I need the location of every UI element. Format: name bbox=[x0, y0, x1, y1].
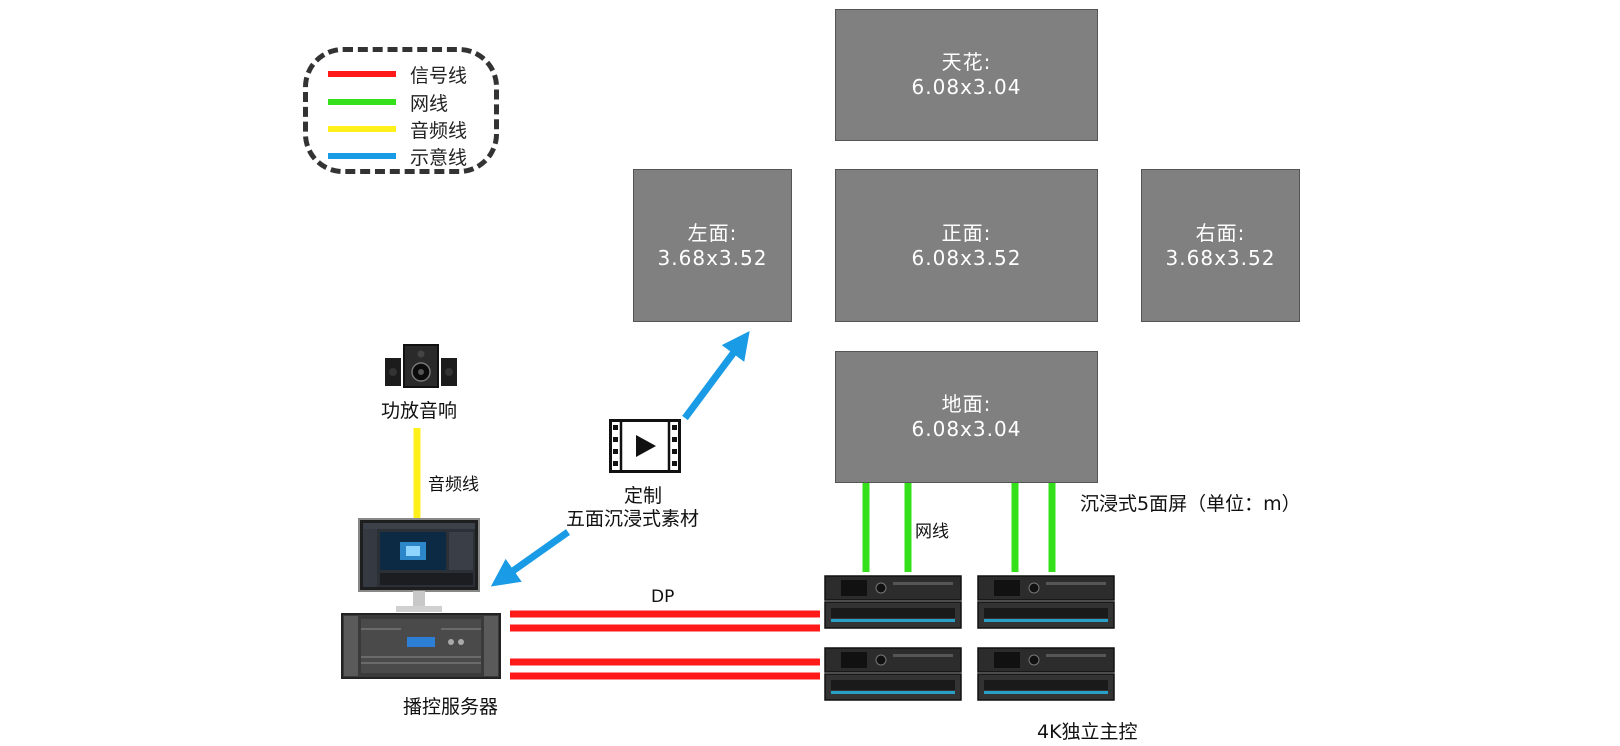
screen-caption: 沉浸式5面屏（单位：m） bbox=[1080, 493, 1301, 515]
screen-size: 6.08x3.04 bbox=[911, 75, 1022, 99]
controller-icon bbox=[824, 647, 962, 701]
server-label: 播控服务器 bbox=[403, 696, 499, 718]
screen-size: 6.08x3.52 bbox=[911, 245, 1022, 270]
legend-item-audio: 音频线 bbox=[328, 118, 468, 142]
speaker-icon bbox=[385, 344, 457, 388]
legend-swatch bbox=[328, 153, 396, 159]
legend-item-signal: 信号线 bbox=[328, 63, 468, 87]
controller-icon bbox=[977, 575, 1115, 629]
controller-icon bbox=[824, 575, 962, 629]
screen-size: 3.68x3.52 bbox=[1165, 245, 1276, 270]
server-icon bbox=[341, 613, 501, 679]
legend-swatch bbox=[328, 126, 396, 132]
media-label-line1: 定制 bbox=[624, 485, 663, 507]
screen-size: 3.68x3.52 bbox=[657, 245, 768, 270]
screen-name: 左面: bbox=[687, 220, 738, 245]
monitor-icon bbox=[358, 518, 480, 612]
video-file-icon bbox=[609, 419, 681, 473]
screen-name: 正面: bbox=[941, 220, 992, 245]
legend-swatch bbox=[328, 99, 396, 105]
screen-floor: 地面: 6.08x3.04 bbox=[835, 351, 1098, 483]
controller-label: 4K独立主控 bbox=[1037, 721, 1138, 743]
schematic-arrow-to-server bbox=[490, 529, 571, 587]
legend: 信号线 网线 音频线 示意线 bbox=[303, 47, 499, 174]
screen-name: 右面: bbox=[1195, 220, 1246, 245]
dp-label: DP bbox=[651, 587, 675, 607]
screen-name: 天花: bbox=[941, 50, 992, 74]
legend-label: 信号线 bbox=[410, 64, 468, 87]
controller-icon bbox=[977, 647, 1115, 701]
schematic-arrow-to-screens bbox=[682, 331, 750, 421]
screen-size: 6.08x3.04 bbox=[911, 417, 1022, 441]
screen-front: 正面: 6.08x3.52 bbox=[835, 169, 1098, 322]
screen-ceiling: 天花: 6.08x3.04 bbox=[835, 9, 1098, 141]
legend-label: 音频线 bbox=[410, 119, 468, 142]
network-line-label: 网线 bbox=[915, 522, 949, 542]
audio-line-label: 音频线 bbox=[428, 475, 479, 495]
screen-left: 左面: 3.68x3.52 bbox=[633, 169, 792, 322]
media-label-line2: 五面沉浸式素材 bbox=[566, 508, 700, 530]
legend-swatch bbox=[328, 71, 396, 77]
speaker-label: 功放音响 bbox=[381, 400, 458, 422]
screen-name: 地面: bbox=[941, 392, 992, 416]
legend-label: 示意线 bbox=[410, 146, 468, 169]
legend-item-schematic: 示意线 bbox=[328, 145, 468, 169]
screen-right: 右面: 3.68x3.52 bbox=[1141, 169, 1300, 322]
legend-item-network: 网线 bbox=[328, 91, 449, 115]
legend-label: 网线 bbox=[410, 92, 449, 115]
